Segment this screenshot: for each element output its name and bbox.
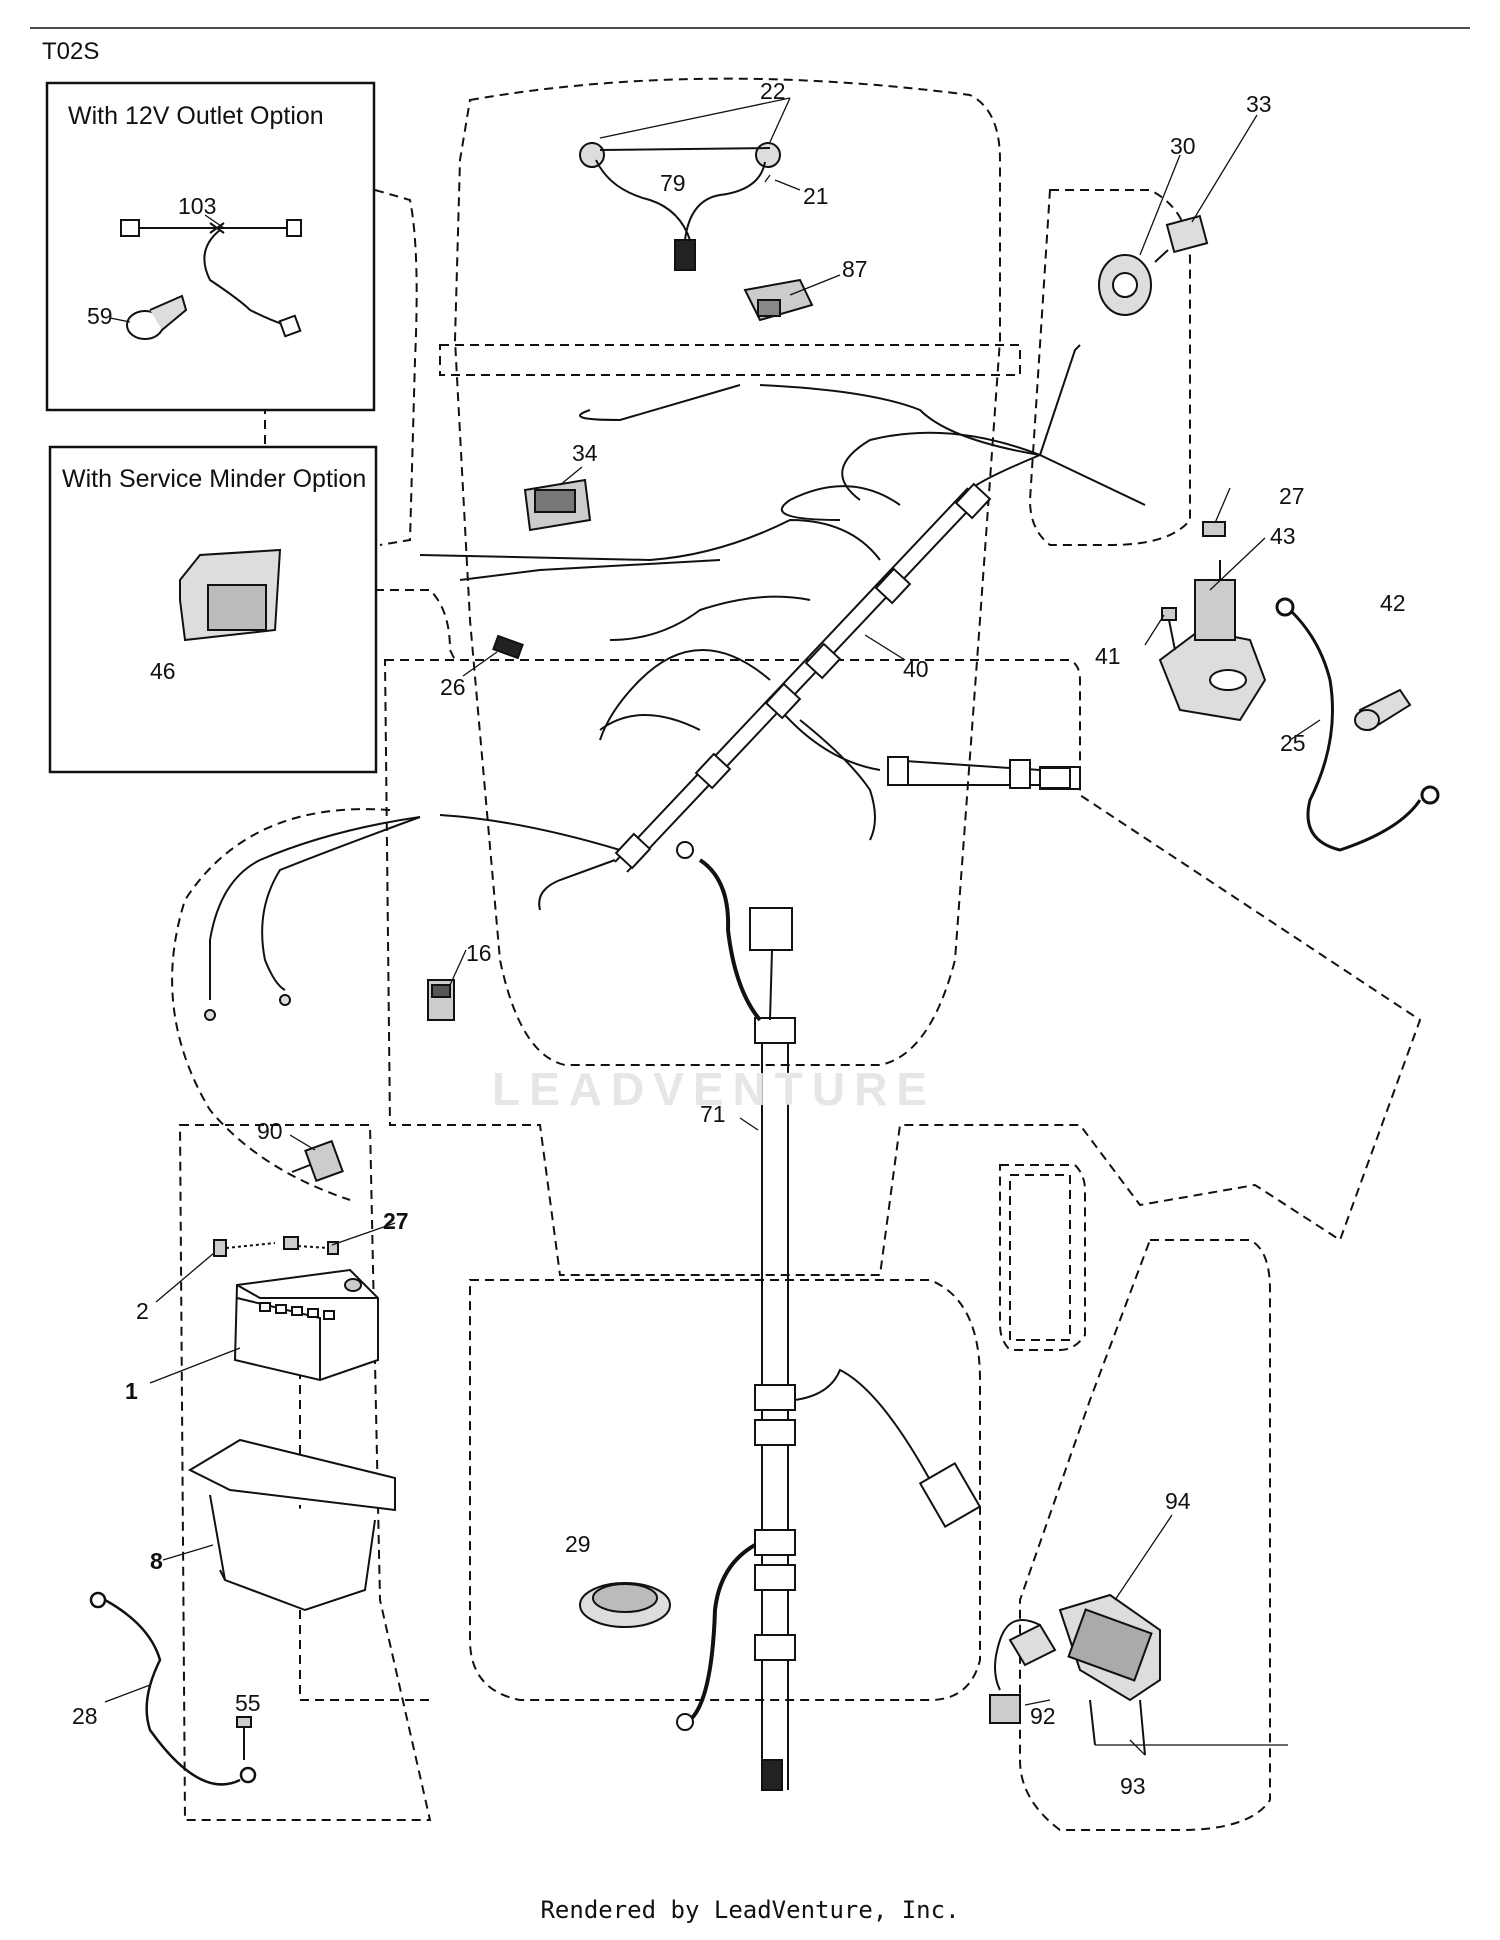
callout-34: 34 [572,440,598,466]
dash-dash-panel [383,659,1422,1276]
callout-93: 93 [1120,1773,1146,1799]
callout-90: 90 [257,1118,283,1144]
callout-1: 1 [125,1378,138,1404]
outlet-socket-59 [126,294,188,340]
dash-shifter [999,1164,1086,1351]
callout-71: 71 [700,1101,726,1127]
dash-left-box-link [375,589,456,661]
harness-branch-right [887,756,1041,789]
dash-right-area [1019,1239,1271,1831]
footer-credit: Rendered by LeadVenture, Inc. [540,1896,960,1924]
callout-46: 46 [150,658,176,684]
terminal-boot-42 [1354,688,1412,732]
option-box-service-minder [48,445,378,774]
dash-hood-band [439,344,1021,376]
battery-cells [259,1302,335,1320]
dash-lower-left [299,1280,430,1701]
callout-87: 87 [842,256,868,282]
chassis-outlines [171,77,1422,1831]
callout-21: 21 [803,183,829,209]
sensor-90 [291,1139,344,1183]
callout-2: 2 [136,1298,149,1324]
callout-94: 94 [1165,1488,1191,1514]
main-harness-40 [419,344,1146,911]
harness-clips [614,482,1081,870]
callout-43: 43 [1270,523,1296,549]
callout-27-battery: 27 [383,1208,409,1234]
callout-55: 55 [235,1690,261,1716]
ground-wires-left [204,816,421,1021]
option-box-12v [45,81,376,412]
leader-lines [104,97,1321,1756]
headlight-harness-21 [579,142,781,271]
callout-28: 28 [72,1703,98,1729]
battery-cable-28 [89,1591,257,1786]
watermark: LEADVENTURE [492,1063,937,1115]
dash-battery-area [178,1124,432,1821]
callout-27-right: 27 [1279,483,1305,509]
battery-bolt-2 [213,1236,339,1257]
callout-25: 25 [1280,730,1306,756]
battery-tray-8 [187,1438,396,1612]
connector-92 [989,1619,1057,1724]
screws-93 [1089,1699,1146,1756]
module-94 [1058,1593,1161,1702]
grommet-29 [579,1582,671,1628]
dash-hood-outline [453,77,1001,1066]
dash-seat-area [469,1279,981,1701]
outlet-harness-103 [120,219,302,338]
ignition-key-33 [1154,214,1209,263]
switch-34 [523,478,592,532]
callout-22: 22 [760,78,786,104]
callout-42: 42 [1380,590,1406,616]
callout-16: 16 [466,940,492,966]
sheet-id: T02S [42,38,100,65]
callout-59: 59 [87,303,113,329]
callout-41: 41 [1095,643,1121,669]
solenoid-43 [1158,560,1267,722]
callout-8: 8 [150,1548,163,1574]
nut-27 [1202,521,1226,537]
dash-shifter-inner [1009,1174,1071,1341]
service-minder-46 [179,548,282,642]
relay-87 [743,278,814,322]
callout-79: 79 [660,170,686,196]
bolt-55 [236,1716,252,1760]
callout-30: 30 [1170,133,1196,159]
callout-33: 33 [1246,91,1272,117]
fuse-26 [492,634,524,660]
callout-103: 103 [178,193,217,219]
callout-40: 40 [903,656,929,682]
callout-92: 92 [1030,1703,1056,1729]
callout-26: 26 [440,674,466,700]
dash-right-top [1028,189,1191,546]
dash-circle-left [171,808,391,1201]
cable-25 [1275,597,1440,852]
option-title-12v: With 12V Outlet Option [68,102,324,130]
callout-29: 29 [565,1531,591,1557]
harness-71 [676,841,982,1791]
bolt-41 [1161,607,1177,651]
connector-16 [427,979,455,1021]
dash-left-mid [374,189,418,546]
ignition-switch-30 [1098,254,1152,316]
battery-1 [233,1268,379,1382]
option-title-service-minder: With Service Minder Option [62,465,367,493]
